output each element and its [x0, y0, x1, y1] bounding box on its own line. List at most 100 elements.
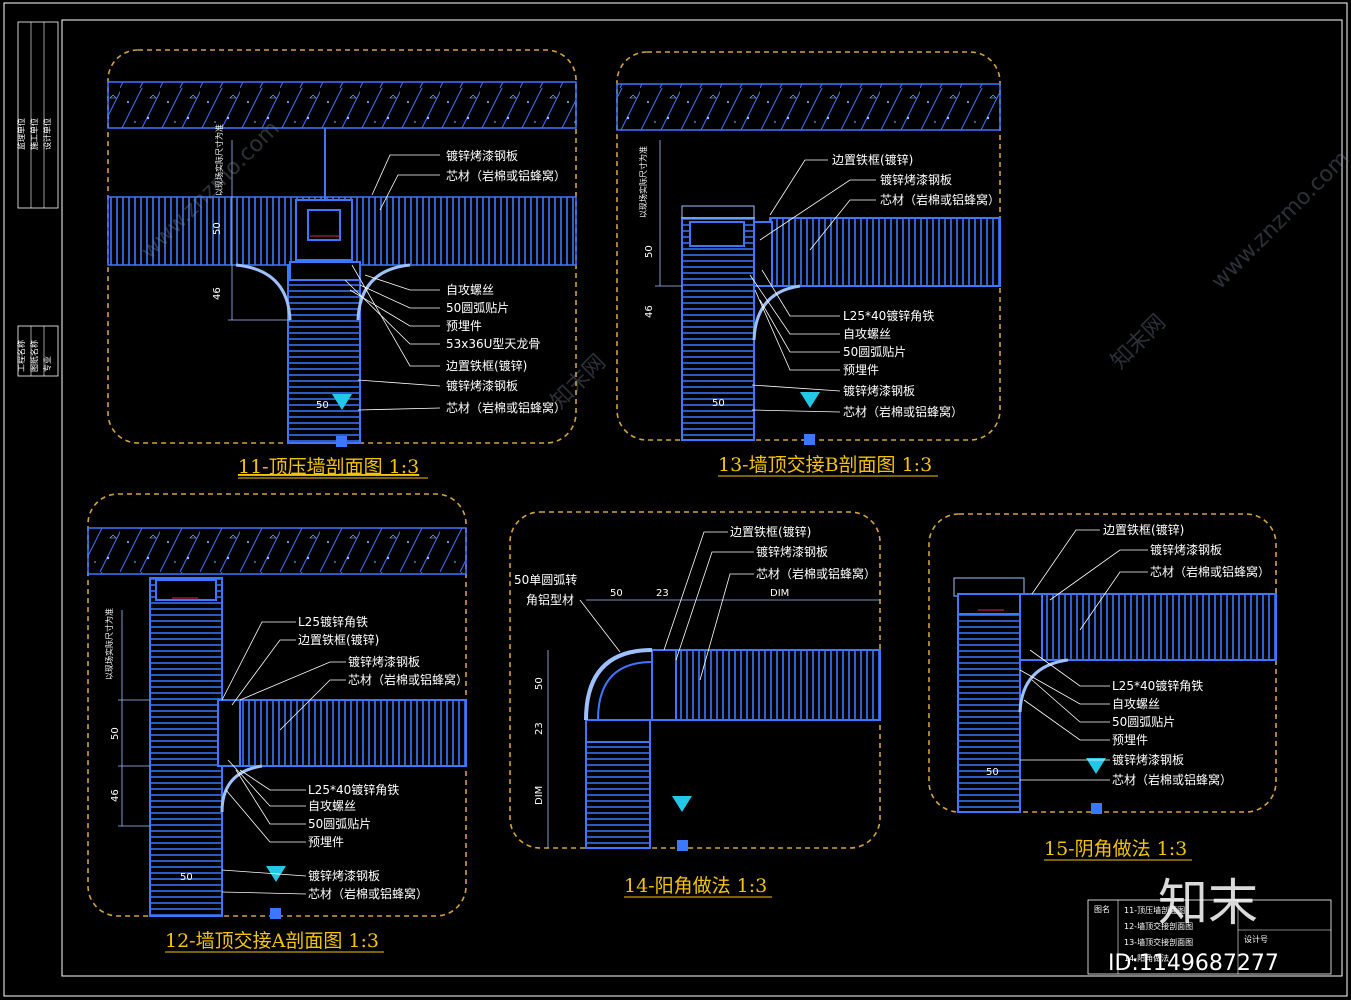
d14-level-marker: [672, 796, 692, 812]
tb-item-2: 13-墙顶交接剖面图: [1124, 937, 1193, 947]
d12-dim-1: 46: [110, 789, 121, 802]
d11-label-6: 边置铁框(镀锌): [446, 359, 527, 373]
d14-dim-5: DIM: [770, 588, 789, 599]
d13-level-marker: [800, 392, 820, 408]
d11-label-0: 镀锌烤漆钢板: [446, 148, 518, 163]
watermark-3: 知末网: [1107, 310, 1171, 374]
d15-dim-0: 50: [986, 767, 999, 778]
detail-14: 50 23 DIM 50 23 DIM 50单圆弧转 角铝型材 边置铁框(镀锌)…: [509, 511, 881, 898]
tb-label: 图名: [1094, 904, 1110, 914]
d13-label-3: L25*40镀锌角铁: [843, 309, 934, 323]
d11-anchor-square: [336, 436, 347, 447]
d13-title: 13-墙顶交接B剖面图 1:3: [718, 454, 932, 476]
d11-label-4: 预埋件: [446, 319, 482, 333]
d14-dim-4: 23: [656, 588, 669, 599]
tb-item-3: 14-阳角做法: [1124, 953, 1169, 963]
tb-designer: 设计号: [1244, 934, 1268, 944]
d14-label-1: 镀锌烤漆钢板: [756, 544, 828, 559]
tb-item-0: 11-顶压墙剖面图: [1124, 905, 1185, 915]
d12-label-4: L25*40镀锌角铁: [308, 783, 399, 797]
d12-side-note: 以现场实际尺寸为准: [104, 608, 114, 680]
detail-12: 50 46 50 以现场实际尺寸为准 L25镀锌角铁 边置铁框(镀锌) 镀锌烤漆…: [87, 493, 468, 953]
d12-label-3: 芯材（岩棉或铝蜂窝）: [348, 672, 468, 687]
watermark-1: 知末网: [547, 350, 611, 414]
d15-label-3: L25*40镀锌角铁: [1112, 679, 1203, 693]
d14-label-0: 边置铁框(镀锌): [730, 525, 811, 539]
d15-label-1: 镀锌烤漆钢板: [1150, 542, 1222, 557]
d15-label-5: 50圆弧贴片: [1112, 715, 1175, 729]
d13-label-5: 50圆弧贴片: [843, 345, 906, 359]
d11-dim-1: 46: [212, 287, 223, 300]
detail-11: 50 46 50 以现场实际尺寸为准 镀锌烤漆钢板 芯材（岩棉或铝蜂窝） 自攻螺…: [107, 49, 577, 479]
side-bottom-1: 图纸名称: [29, 340, 39, 372]
d13-label-4: 自攻螺丝: [843, 327, 891, 341]
d13-dim-0: 50: [644, 245, 655, 258]
d14-dim-1: 23: [534, 722, 545, 735]
d15-anchor-square: [1091, 803, 1102, 814]
id-text: ID:1149687277: [1108, 951, 1279, 976]
side-top-0: 监理单位: [16, 118, 26, 150]
detail-13: 50 46 50 以现场实际尺寸为准 边置铁框(镀锌) 镀锌烤漆钢板 芯材（岩棉…: [616, 51, 1001, 477]
tb-item-1: 12-墙顶交接剖面图: [1124, 921, 1193, 931]
d12-label-7: 预埋件: [308, 835, 344, 849]
d13-dim-1: 46: [644, 305, 655, 318]
detail-15: 50 边置铁框(镀锌) 镀锌烤漆钢板 芯材（岩棉或铝蜂窝） L25*40镀锌角铁…: [928, 513, 1277, 861]
d12-label-6: 50圆弧贴片: [308, 817, 371, 831]
d12-label-5: 自攻螺丝: [308, 799, 356, 813]
side-top-2: 设计单位: [42, 118, 52, 150]
d13-label-2: 芯材（岩棉或铝蜂窝）: [880, 192, 1000, 207]
d13-side-note: 以现场实际尺寸为准: [638, 146, 648, 218]
d15-label-2: 芯材（岩棉或铝蜂窝）: [1150, 564, 1270, 579]
d12-dim-0: 50: [110, 727, 121, 740]
d11-label-5: 53x36U型天龙骨: [446, 337, 540, 351]
d13-dim-2: 50: [712, 398, 725, 409]
d14-title: 14-阳角做法 1:3: [624, 875, 767, 897]
d12-label-0: L25镀锌角铁: [298, 615, 368, 629]
d13-label-0: 边置铁框(镀锌): [832, 153, 913, 167]
d12-title: 12-墙顶交接A剖面图 1:3: [165, 930, 379, 952]
d11-level-marker: [332, 394, 352, 410]
d15-label-7: 镀锌烤漆钢板: [1112, 752, 1184, 767]
sheet-border: [3, 2, 1348, 997]
d11-dim-2: 50: [316, 400, 329, 411]
d14-dim-0: 50: [534, 677, 545, 690]
side-bottom-2: 专业: [42, 356, 52, 372]
d12-label-8: 镀锌烤漆钢板: [308, 868, 380, 883]
d12-anchor-square: [270, 908, 281, 919]
d11-title: 11-顶压墙剖面图 1:3: [238, 456, 419, 478]
d11-label-8: 芯材（岩棉或铝蜂窝）: [446, 400, 566, 415]
d11-label-3: 50圆弧贴片: [446, 301, 509, 315]
d13-anchor-square: [804, 434, 815, 445]
d14-dim-2: DIM: [534, 786, 545, 805]
d15-title: 15-阴角做法 1:3: [1044, 838, 1187, 860]
d15-label-0: 边置铁框(镀锌): [1103, 523, 1184, 537]
drawing-frame: [61, 19, 1343, 977]
d15-level-marker: [1086, 758, 1106, 774]
d13-label-1: 镀锌烤漆钢板: [880, 172, 952, 187]
d14-left-note-1: 50单圆弧转: [514, 572, 577, 587]
d14-anchor-square: [677, 840, 688, 851]
d13-label-7: 镀锌烤漆钢板: [843, 383, 915, 398]
side-panel: 监理单位 施工单位 设计单位 工程名称 图纸名称 专业: [16, 21, 59, 377]
d14-dim-3: 50: [610, 588, 623, 599]
title-block: 图名 11-顶压墙剖面图 12-墙顶交接剖面图 13-墙顶交接剖面图 14-阳角…: [1087, 874, 1332, 976]
d11-dim-0: 50: [212, 222, 223, 235]
d15-label-4: 自攻螺丝: [1112, 697, 1160, 711]
d13-label-6: 预埋件: [843, 363, 879, 377]
watermark-2: www.znzmo.com: [1207, 146, 1351, 294]
d12-dim-2: 50: [180, 872, 193, 883]
brand-stamp: 知末: [1158, 874, 1258, 932]
d11-label-1: 芯材（岩棉或铝蜂窝）: [446, 168, 566, 183]
d14-label-2: 芯材（岩棉或铝蜂窝）: [756, 566, 876, 581]
d13-label-8: 芯材（岩棉或铝蜂窝）: [843, 404, 963, 419]
d12-label-2: 镀锌烤漆钢板: [348, 654, 420, 669]
d12-label-9: 芯材（岩棉或铝蜂窝）: [308, 886, 428, 901]
d11-label-2: 自攻螺丝: [446, 283, 494, 297]
d11-side-note: 以现场实际尺寸为准: [214, 124, 224, 196]
d14-left-note-2: 角铝型材: [526, 592, 574, 607]
d15-label-6: 预埋件: [1112, 733, 1148, 747]
d12-label-1: 边置铁框(镀锌): [298, 633, 379, 647]
d11-label-7: 镀锌烤漆钢板: [446, 378, 518, 393]
side-top-1: 施工单位: [29, 118, 39, 150]
d15-label-8: 芯材（岩棉或铝蜂窝）: [1112, 772, 1232, 787]
